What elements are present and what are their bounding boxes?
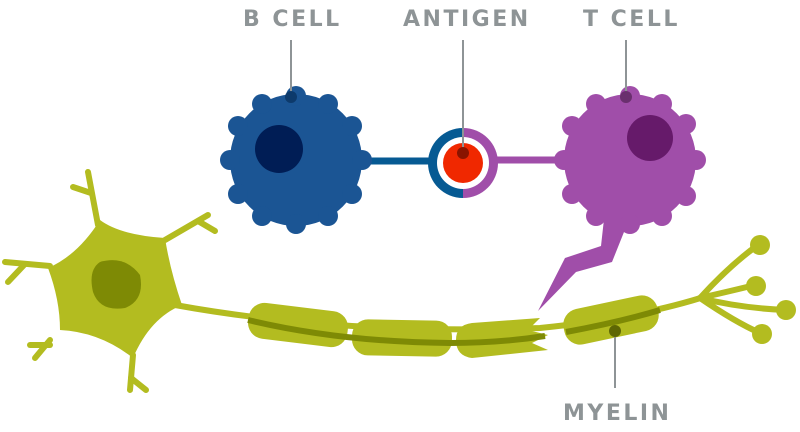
neuron bbox=[2, 169, 796, 393]
terminal-buttons bbox=[746, 235, 796, 344]
b-cell-scallops bbox=[220, 86, 372, 234]
myelin-segment bbox=[351, 319, 453, 357]
neuron-nucleus bbox=[91, 260, 141, 309]
b-cell-nucleus bbox=[255, 125, 303, 173]
neuron-dendrites bbox=[2, 169, 218, 393]
myelin-sheaths bbox=[248, 295, 659, 358]
b-cell bbox=[220, 86, 430, 234]
label-myelin: MYELIN bbox=[563, 401, 671, 426]
t-cell bbox=[490, 86, 706, 311]
t-cell-tail bbox=[538, 210, 628, 311]
label-b-cell: B CELL bbox=[243, 7, 342, 32]
t-cell-body bbox=[564, 94, 696, 226]
t-cell-nucleus bbox=[627, 115, 673, 161]
antigen bbox=[428, 128, 498, 198]
axon-core bbox=[247, 307, 661, 347]
label-t-cell: T CELL bbox=[583, 7, 680, 32]
antigen-core bbox=[443, 143, 483, 183]
t-cell-scallops bbox=[554, 86, 706, 234]
leader-dots bbox=[285, 91, 632, 337]
label-antigen: ANTIGEN bbox=[403, 7, 531, 32]
leader-lines bbox=[290, 40, 627, 388]
axon-terminals bbox=[697, 242, 788, 336]
